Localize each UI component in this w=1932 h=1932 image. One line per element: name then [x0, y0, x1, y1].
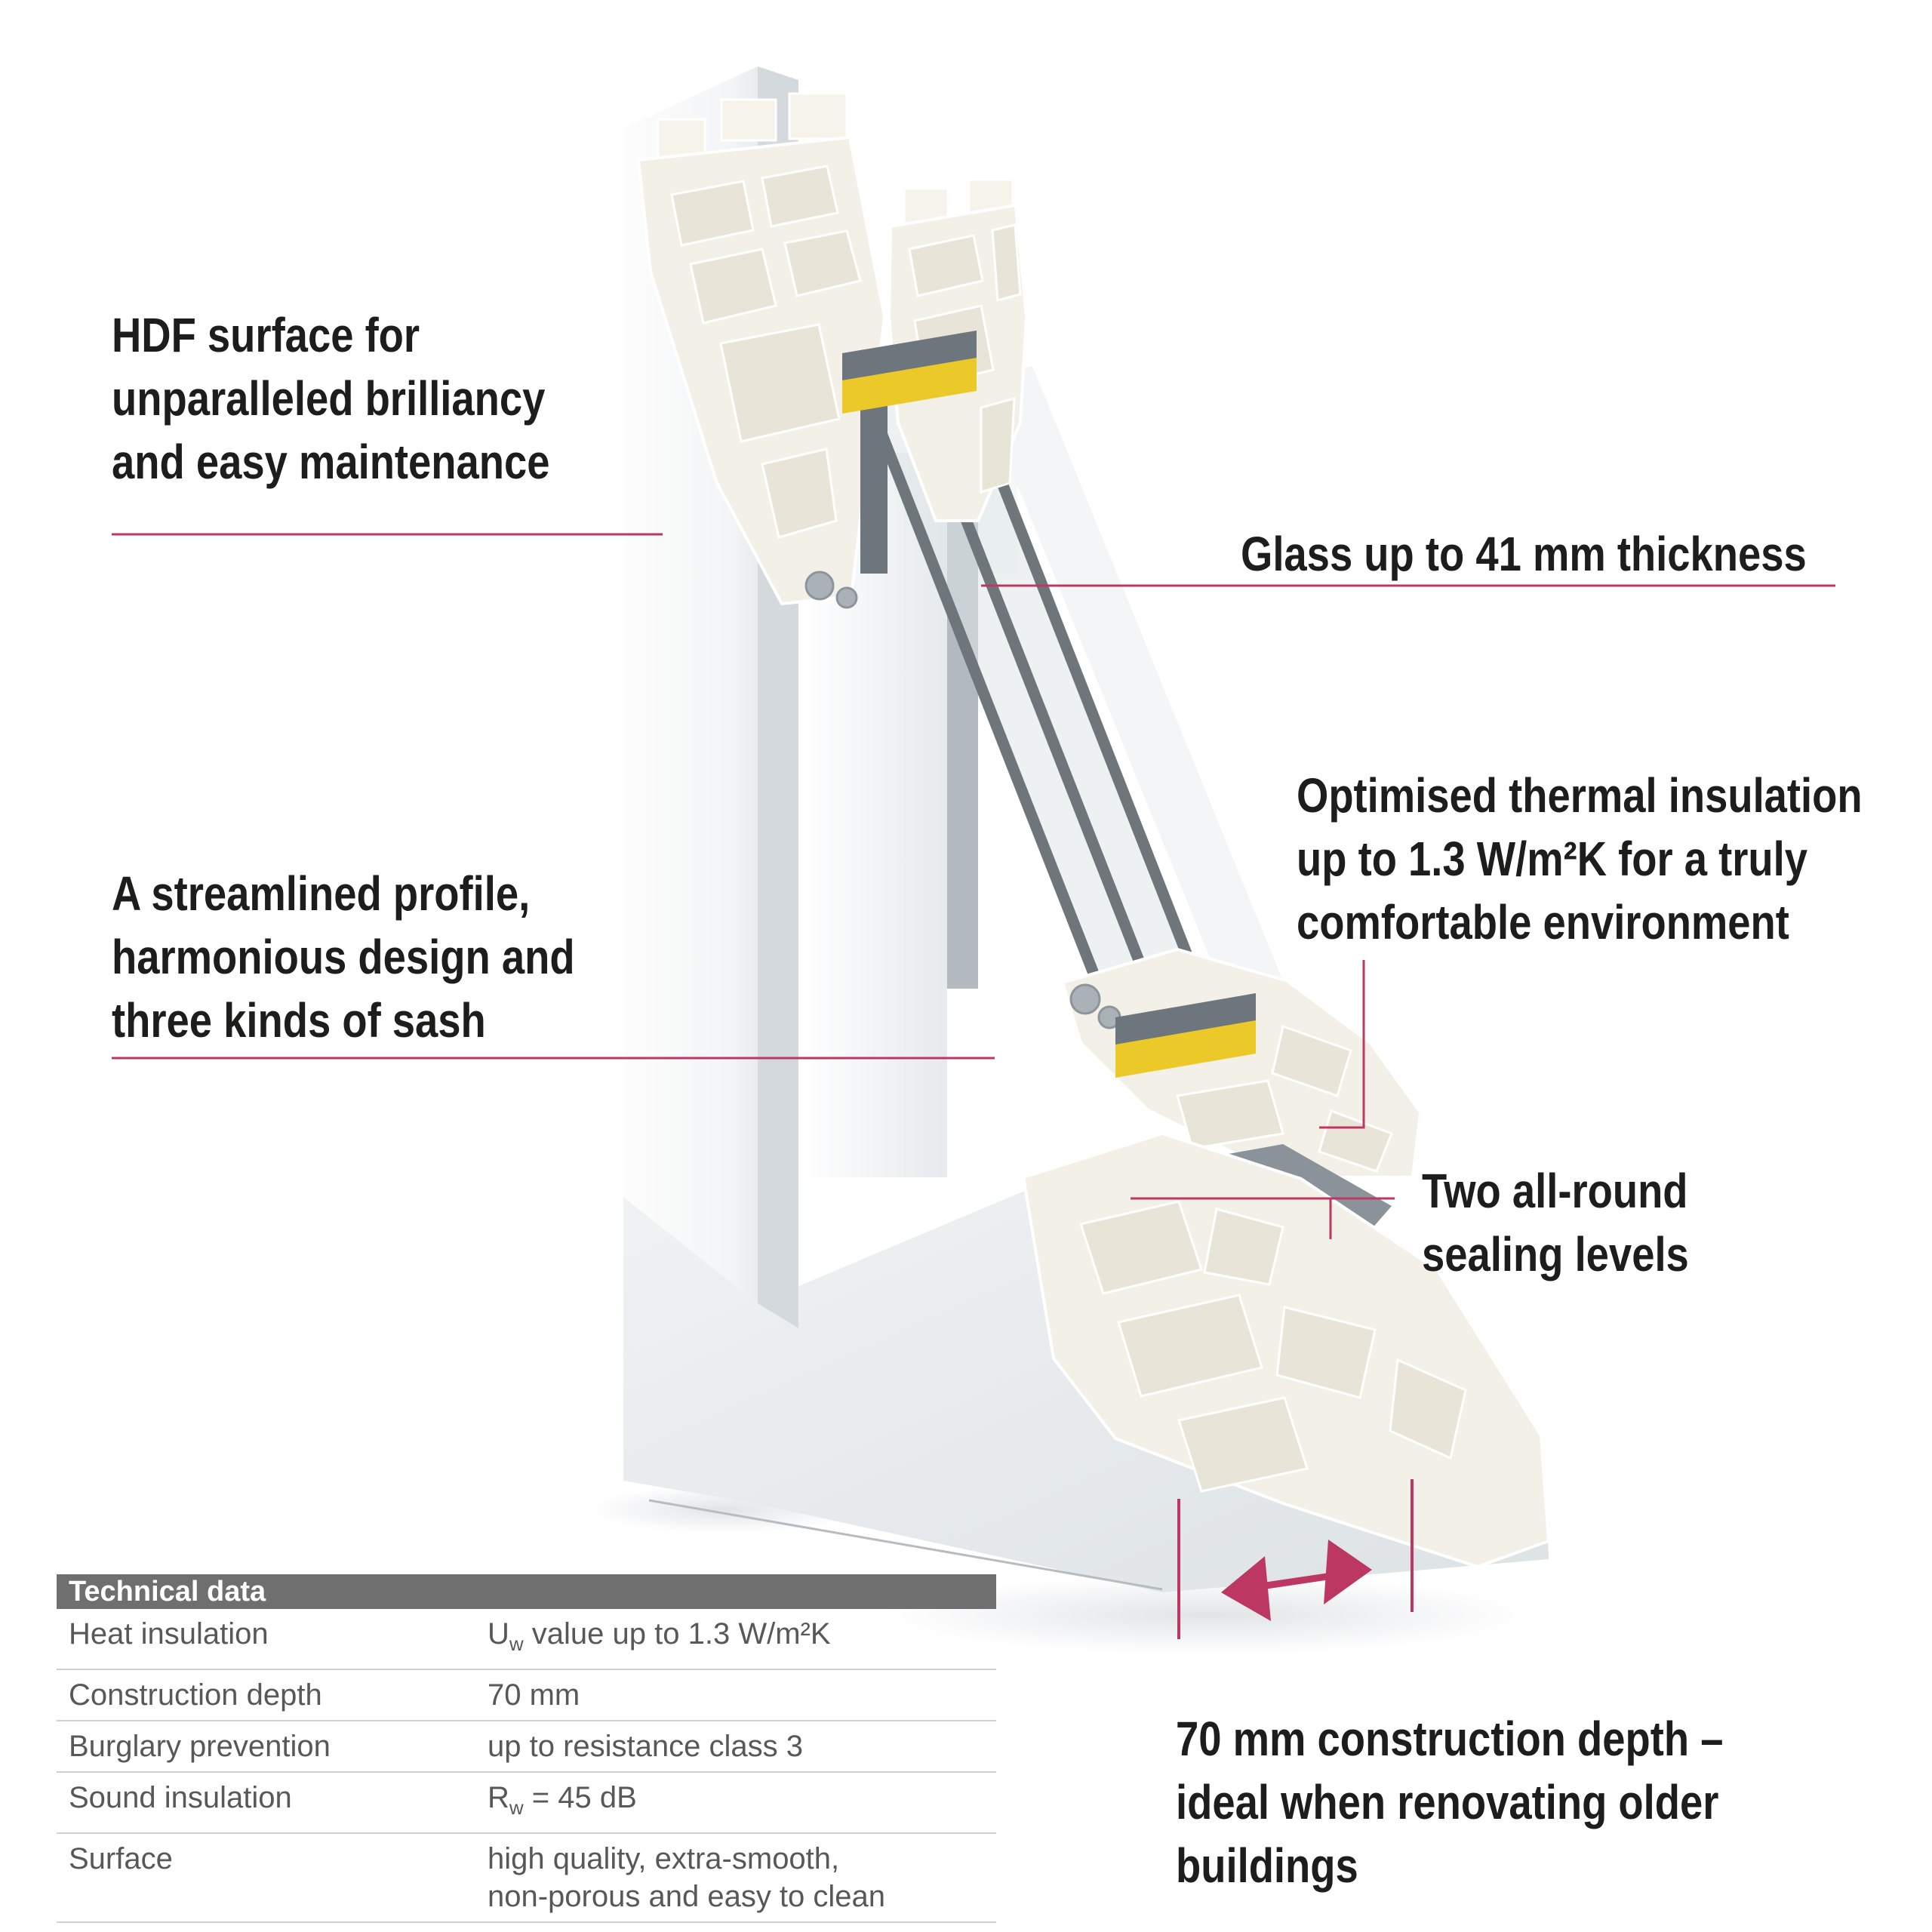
annotation-line: HDF surface for [112, 308, 420, 362]
sill-section [1021, 1131, 1551, 1569]
annotation-line: A streamlined profile, [112, 866, 531, 921]
chamber [1176, 1079, 1284, 1150]
depth-arrow-head-left [1221, 1556, 1271, 1621]
technical-data-table: Technical data Heat insulation Uw value u… [57, 1574, 996, 1923]
shadow [883, 1576, 1532, 1654]
annotation-line: ideal when renovating older [1176, 1775, 1719, 1829]
table-row: Heat insulation Uw value up to 1.3 W/m²K [57, 1609, 996, 1670]
depth-arrow-head-right [1324, 1540, 1372, 1604]
table-row-label: Heat insulation [69, 1617, 269, 1651]
annotation-construction-depth: 70 mm construction depth – ideal when ren… [1176, 1707, 1723, 1897]
annotation-hdf-surface: HDF surface for unparalleled brilliancy an… [112, 303, 550, 494]
glass-pane-3 [963, 398, 1221, 1026]
annotation-line: unparalleled brilliancy [112, 371, 546, 426]
chamber [1271, 1025, 1352, 1097]
annotation-line: 70 mm construction depth – [1176, 1712, 1724, 1766]
table-body: Heat insulation Uw value up to 1.3 W/m²K C… [57, 1609, 996, 1923]
table-row: Burglary prevention up to resistance clas… [57, 1721, 996, 1773]
annotation-line: harmonious design and [112, 930, 575, 984]
annotation-line: comfortable environment [1297, 895, 1789, 949]
annotation-line: and easy maintenance [112, 435, 550, 489]
table-header: Technical data [57, 1574, 996, 1609]
glass-unit [862, 366, 1283, 1044]
chamber [1389, 1358, 1467, 1460]
chamber [1318, 1109, 1393, 1173]
chamber [761, 165, 839, 228]
chamber [908, 234, 984, 297]
profile-tooth [720, 98, 777, 142]
frame-head-section [636, 92, 887, 609]
chamber [991, 223, 1022, 302]
depth-arrow [1221, 1540, 1372, 1621]
chamber [1117, 1294, 1263, 1398]
table-row-label: Sound insulation [69, 1781, 292, 1814]
glass-pane-1 [862, 398, 1128, 1044]
glazing-clamp-top [842, 331, 977, 385]
chamber [719, 323, 841, 443]
annotation-thermal-insulation: Optimised thermal insulation up to 1.3 W/… [1297, 764, 1863, 954]
table-row-value: up to resistance class 3 [488, 1730, 803, 1763]
gasket [1069, 983, 1101, 1015]
bottom-edge-line [648, 1499, 1163, 1591]
annotation-line: buildings [1176, 1838, 1358, 1893]
table-row-label: Burglary prevention [69, 1730, 331, 1763]
sash-bottom-section [1060, 947, 1423, 1179]
depth-arrow-shaft [1255, 1571, 1338, 1591]
profile-tooth [788, 92, 848, 140]
annotation-glass-thickness: Glass up to 41 mm thickness [1241, 522, 1807, 586]
annotation-line: Optimised thermal insulation [1297, 768, 1863, 823]
chamber [1203, 1208, 1284, 1286]
chamber [783, 229, 862, 297]
annotation-line: three kinds of sash [112, 993, 486, 1048]
gasket [804, 571, 835, 601]
glazing-tape-bottom [1115, 1020, 1256, 1078]
annotation-line: sealing levels [1422, 1227, 1689, 1281]
steel-channel [860, 392, 888, 574]
table-row-value: Rw = 45 dB [488, 1781, 637, 1819]
chamber [761, 448, 838, 539]
chamber [1275, 1306, 1377, 1399]
leader-line-thermal [1319, 960, 1365, 1129]
annotation-line: Two all-round [1422, 1164, 1688, 1218]
table-row: Sound insulation Rw = 45 dB [57, 1773, 996, 1834]
gasket [835, 586, 858, 609]
table-row: Construction depth 70 mm [57, 1670, 996, 1721]
table-row-label: Construction depth [69, 1678, 322, 1712]
glass-pane-2 [912, 398, 1174, 1035]
leader-lines [112, 533, 1835, 1639]
table-row-value: high quality, extra-smooth,non-porous an… [488, 1842, 886, 1913]
glazing-clamp-bottom [1115, 993, 1256, 1049]
annotation-line: Glass up to 41 mm thickness [1241, 527, 1807, 581]
annotation-streamlined-profile: A streamlined profile, harmonious design … [112, 862, 575, 1052]
annotation-line: up to 1.3 W/m²K for a truly [1297, 832, 1807, 886]
annotation-sealing-levels: Two all-round sealing levels [1422, 1159, 1689, 1286]
table-row: Surface high quality, extra-smooth,non-po… [57, 1834, 996, 1923]
glazing-tape-top [842, 358, 977, 414]
table-row-value: Uw value up to 1.3 W/m²K [488, 1617, 831, 1655]
chamber [670, 180, 755, 247]
table-row-value: 70 mm [488, 1678, 580, 1712]
chamber [1177, 1396, 1309, 1493]
table-row-label: Surface [69, 1842, 173, 1875]
glazing-bead-band [975, 366, 1283, 996]
chamber [980, 397, 1016, 494]
chamber [689, 248, 777, 325]
chamber [1079, 1200, 1203, 1295]
